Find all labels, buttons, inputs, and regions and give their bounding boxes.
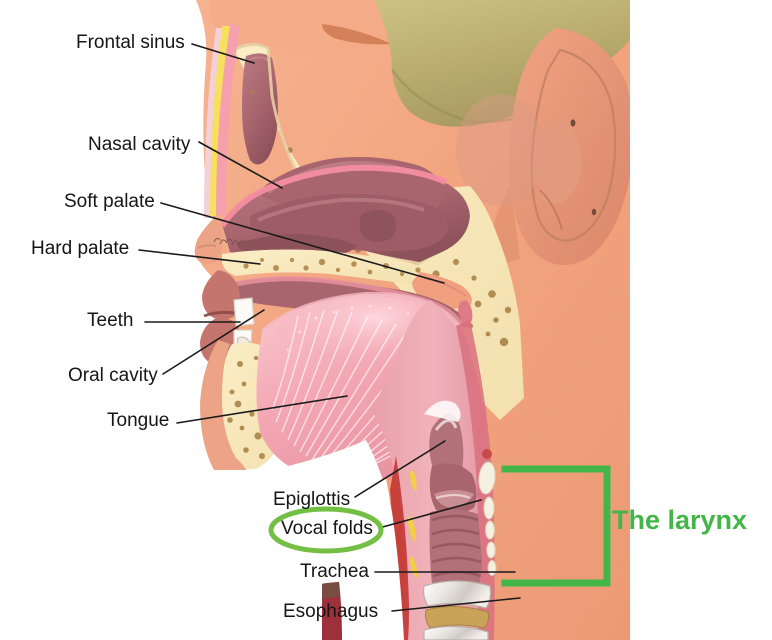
leader-epiglottis [354, 440, 446, 498]
label-teeth: Teeth [87, 310, 134, 331]
label-vocal-folds: Vocal folds [281, 518, 373, 539]
upper-lip [202, 270, 240, 320]
leader-soft-palate [160, 202, 445, 284]
ear-concha [537, 119, 582, 205]
leader-oral-cavity [162, 309, 265, 375]
oral-mucosa-rim [235, 276, 463, 326]
thyroid-cartilage [478, 461, 496, 495]
label-esophagus: Esophagus [283, 601, 379, 622]
leader-tongue [176, 395, 348, 424]
laryngeal-vessel [482, 449, 492, 459]
label-trachea: Trachea [300, 561, 369, 582]
epiglottis-cartilage-edge [424, 400, 461, 422]
frontal-sinus-cavity [242, 53, 278, 165]
cutaway-white-2 [280, 440, 404, 640]
leader-lines [138, 43, 521, 612]
nose-tip [194, 218, 224, 264]
scalp-dermis-layer [214, 24, 240, 216]
ear-antitragus [539, 189, 563, 231]
label-tongue: Tongue [107, 410, 170, 431]
leader-hard-palate [138, 249, 261, 265]
chin-skin [200, 340, 252, 487]
nasal-vibrissae [213, 237, 246, 246]
ear [486, 28, 630, 265]
ear-mark-2 [591, 208, 597, 216]
turbinate-highlight-2 [257, 197, 425, 222]
ear-mark [570, 119, 576, 127]
scalp-outer-layer [204, 28, 222, 218]
leader-vocal-folds [378, 499, 482, 529]
leader-nasal-cavity [198, 141, 283, 189]
leader-esophagus [391, 597, 521, 612]
hard-palate-trabeculae [243, 257, 421, 277]
larynx-annotation-title: The larynx [612, 505, 748, 535]
mastoid-region [456, 94, 544, 206]
head-illustration [0, 0, 630, 640]
scalp-fat-layer [208, 26, 230, 216]
vocal-fold-edge [435, 493, 471, 500]
turbinate-curl [359, 210, 396, 242]
label-frontal-sinus: Frontal sinus [76, 32, 185, 53]
label-nasal-cavity: Nasal cavity [88, 134, 191, 155]
leader-frontal-sinus [191, 43, 255, 64]
prevertebral-muscle [390, 456, 409, 640]
posterior-pharynx-strip [456, 320, 495, 640]
uvula [458, 300, 473, 328]
epiglottis-highlight [434, 419, 458, 431]
nasal-mucosa-rim [219, 164, 448, 228]
esophagus [422, 580, 492, 640]
label-oral-cavity: Oral cavity [68, 365, 158, 386]
vocal-folds-highlight-ellipse [268, 506, 384, 554]
nostril-line [197, 244, 217, 249]
cutaway-white-wedge [0, 470, 322, 640]
label-epiglottis: Epiglottis [273, 489, 351, 510]
hard-palate [222, 249, 431, 286]
label-hard-palate: Hard palate [31, 238, 130, 259]
label-soft-palate: Soft palate [64, 191, 155, 212]
eyebrow [322, 24, 392, 45]
ear-helix [530, 48, 617, 242]
larynx-bracket [501, 465, 611, 587]
vocal-fold [434, 490, 474, 508]
